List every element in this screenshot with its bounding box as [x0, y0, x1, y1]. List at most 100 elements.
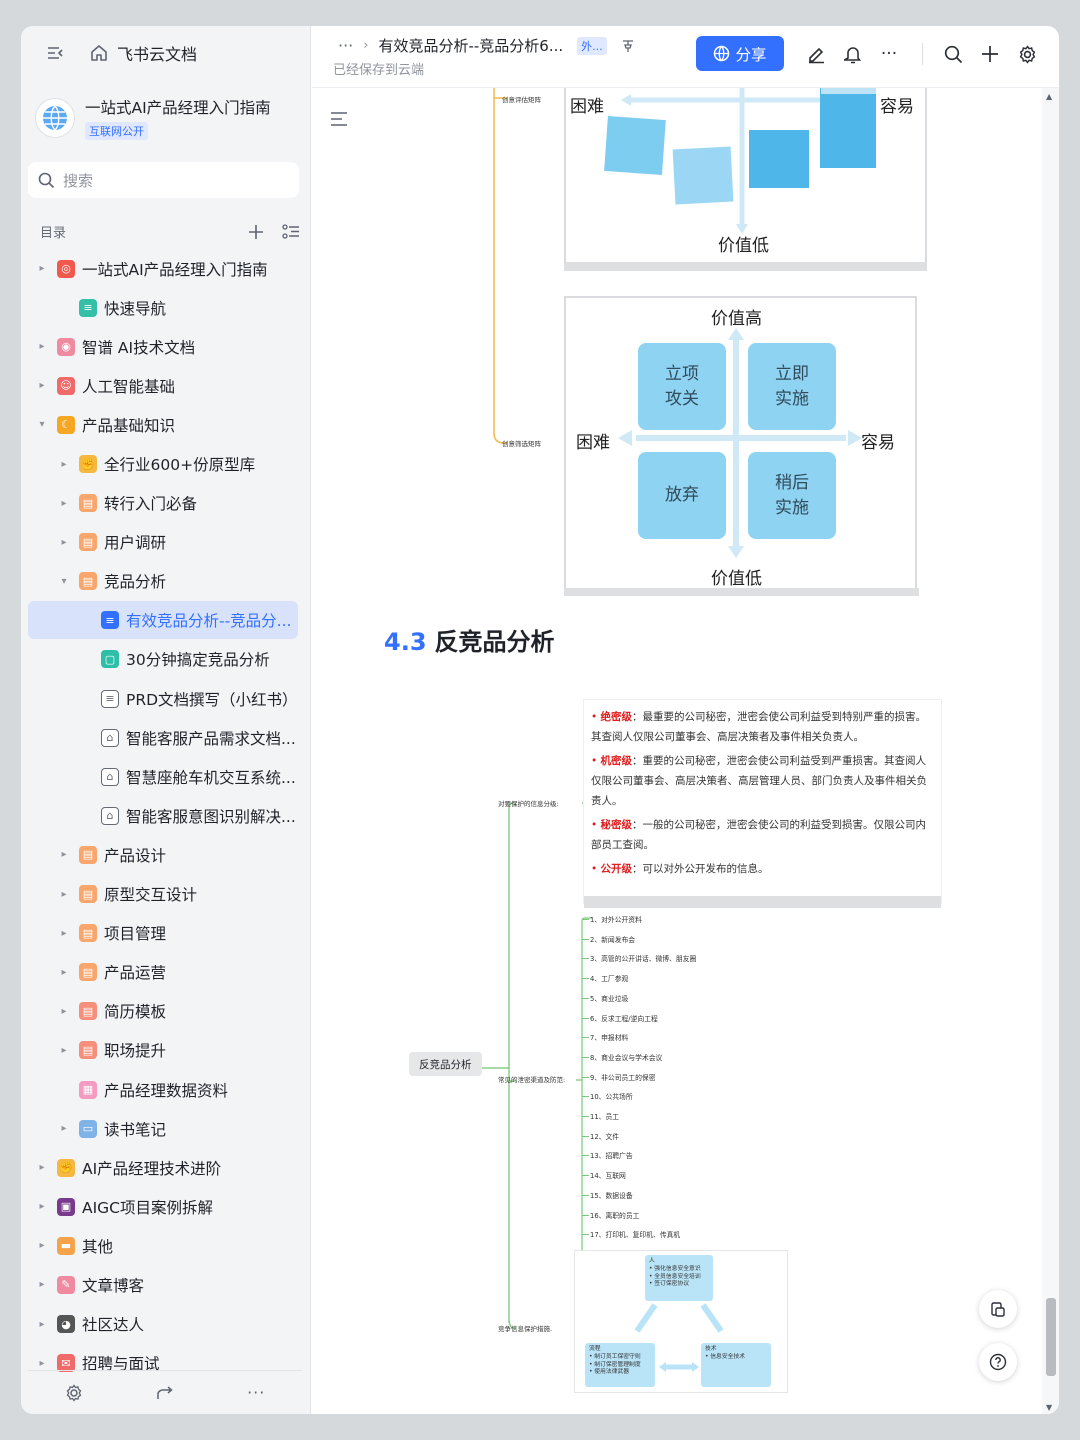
caret-right-icon[interactable]: ▸ [61, 536, 67, 548]
caret-right-icon[interactable]: ▸ [61, 497, 67, 509]
doc-title[interactable]: 有效竞品分析--竞品分析6... [378, 37, 564, 55]
sidebar-item[interactable]: ▸✉招聘与面试 [21, 1344, 311, 1383]
channel-item: 7、申报材料 [590, 1034, 629, 1043]
sidebar-item[interactable]: ▸▤产品运营 [21, 953, 311, 992]
sidebar-item[interactable]: ▾▤竞品分析 [21, 562, 311, 601]
caret-down-icon[interactable]: ▾ [61, 575, 67, 587]
workspace-header[interactable]: 一站式AI产品经理入门指南 互联网公开 [35, 96, 271, 140]
sidebar-item[interactable]: ▸▤用户调研 [21, 523, 311, 562]
sidebar-item[interactable]: ▸▤项目管理 [21, 914, 311, 953]
scroll-up-icon[interactable]: ▲ [1046, 92, 1053, 101]
pin-icon[interactable] [621, 39, 635, 53]
sidebar-item[interactable]: ⌂智能客服意图识别解决... [21, 796, 311, 835]
smile-icon: ☺ [57, 376, 75, 395]
caret-right-icon[interactable]: ▸ [61, 966, 67, 978]
caret-right-icon[interactable]: ▸ [39, 1357, 45, 1369]
breadcrumb-more[interactable]: ··· [338, 36, 354, 55]
scroll-down-icon[interactable]: ▼ [1046, 1403, 1053, 1412]
caret-right-icon[interactable]: ▸ [61, 1005, 67, 1017]
share-button[interactable]: 分享 [696, 36, 784, 71]
channel-connector [582, 1234, 589, 1236]
share-out-icon[interactable] [156, 1385, 174, 1401]
sidebar-item-label: 智慧座舱车机交互系统... [126, 768, 296, 787]
caret-right-icon[interactable]: ▸ [61, 1044, 67, 1056]
caret-right-icon[interactable]: ▸ [61, 458, 67, 470]
caret-down-icon[interactable]: ▾ [39, 419, 45, 431]
sidebar-item[interactable]: ▸✎文章博客 [21, 1265, 311, 1304]
gear-icon[interactable] [1016, 43, 1038, 65]
brand-name[interactable]: 飞书云文档 [117, 45, 198, 64]
matrix2-branch-label: 创意筛选矩阵 [502, 440, 541, 448]
sidebar-item[interactable]: ⌂智慧座舱车机交互系统... [21, 757, 311, 796]
sidebar-item[interactable]: ▸☺人工智能基础 [21, 366, 311, 405]
doc-helper-button[interactable] [979, 1290, 1017, 1328]
caret-right-icon[interactable]: ▸ [61, 849, 67, 861]
sidebar-item[interactable]: ≡PRD文档撰写（小红书） [21, 679, 311, 718]
channel-connector [582, 1214, 589, 1216]
sidebar-item[interactable]: ▸▬其他 [21, 1226, 311, 1265]
sidebar-item[interactable]: ≡快速导航 [21, 288, 311, 327]
sidebar-item[interactable]: ▸◎一站式AI产品经理入门指南 [21, 249, 311, 288]
collapse-sidebar-icon[interactable] [43, 41, 67, 65]
open-book-icon: ▭ [79, 1119, 97, 1138]
outline-icon[interactable] [330, 112, 348, 126]
level-colon: ： [632, 754, 643, 767]
home-icon[interactable] [87, 41, 111, 65]
search-doc-icon[interactable] [942, 43, 964, 65]
scrollbar[interactable]: ▲ ▼ [1042, 88, 1059, 1414]
toolbar-divider [922, 43, 923, 65]
sidebar-item[interactable]: ▸▤简历模板 [21, 992, 311, 1031]
sidebar-item[interactable]: ≡有效竞品分析--竞品分... [21, 601, 311, 640]
channel-connector [582, 938, 589, 940]
sidebar-item[interactable]: ▢30分钟搞定竞品分析 [21, 640, 311, 679]
list-view-icon[interactable] [282, 223, 300, 240]
sidebar-item[interactable]: ▸✊全行业600+份原型库 [21, 444, 311, 483]
sidebar-item[interactable]: ▸▭读书笔记 [21, 1109, 311, 1148]
channel-item: 5、商业垃圾 [590, 994, 629, 1003]
help-button[interactable] [979, 1343, 1017, 1381]
caret-right-icon[interactable]: ▸ [39, 1201, 45, 1213]
sidebar-item[interactable]: ▸▣AIGC项目案例拆解 [21, 1187, 311, 1226]
caret-right-icon[interactable]: ▸ [39, 263, 45, 275]
sidebar-item[interactable]: ▦产品经理数据资料 [21, 1070, 311, 1109]
secret-level-item: • 绝密级：最重要的公司秘密，泄密会使公司利益受到特别严重的损害。其查阅人仅限公… [591, 708, 931, 748]
external-tag[interactable]: 外... [577, 36, 607, 55]
sidebar-item[interactable]: ▸▤产品设计 [21, 835, 311, 874]
mindmap-branch1: 对要保护的信息分级: [498, 800, 559, 808]
sidebar-item[interactable]: ▸▤转行入门必备 [21, 484, 311, 523]
scrollbar-thumb[interactable] [1046, 1298, 1056, 1376]
book-red-icon: ▤ [79, 1041, 97, 1060]
caret-right-icon[interactable]: ▸ [39, 1162, 45, 1174]
bell-icon[interactable] [842, 43, 864, 65]
level-colon: ： [632, 862, 643, 875]
more-options-icon[interactable]: ··· [880, 44, 898, 64]
caret-right-icon[interactable]: ▸ [39, 1279, 45, 1291]
channel-item: 3、高管的公开讲话、微博、朋友圈 [590, 955, 697, 964]
caret-right-icon[interactable]: ▸ [61, 888, 67, 900]
sidebar-item[interactable]: ▾☾产品基础知识 [21, 405, 311, 444]
caret-right-icon[interactable]: ▸ [39, 341, 45, 353]
people-box: 人 • 强化信息安全意识 • 全员信息安全培训 • 签订保密协议 [645, 1255, 713, 1301]
caret-right-icon[interactable]: ▸ [39, 380, 45, 392]
caret-right-icon[interactable]: ▸ [61, 1123, 67, 1135]
caret-right-icon[interactable]: ▸ [61, 927, 67, 939]
sidebar-item[interactable]: ▸✊AI产品经理技术进阶 [21, 1148, 311, 1187]
book-orange-icon: ▤ [79, 924, 97, 943]
edit-icon[interactable] [805, 43, 827, 65]
settings-icon[interactable] [65, 1383, 83, 1402]
search-input[interactable]: 搜索 [28, 162, 299, 198]
sidebar-item[interactable]: ▸▤职场提升 [21, 1031, 311, 1070]
more-icon[interactable]: ··· [247, 1383, 266, 1402]
sidebar-item[interactable]: ⌂智能客服产品需求文档... [21, 718, 311, 757]
caret-right-icon[interactable]: ▸ [39, 1318, 45, 1330]
channel-item: 15、数据设备 [590, 1191, 633, 1200]
sidebar-item[interactable]: ▸◉智谱 AI技术文档 [21, 327, 311, 366]
sidebar-item-label: 产品运营 [104, 964, 167, 983]
sidebar-item[interactable]: ▸◕社区达人 [21, 1305, 311, 1344]
sidebar-item[interactable]: ▸▤原型交互设计 [21, 875, 311, 914]
caret-right-icon[interactable]: ▸ [39, 1240, 45, 1252]
tech-box: 技术 • 信息安全技术 [701, 1343, 771, 1387]
add-icon[interactable] [248, 224, 264, 240]
plus-icon[interactable] [979, 43, 1001, 65]
tech-item-1: • 信息安全技术 [705, 1353, 746, 1360]
